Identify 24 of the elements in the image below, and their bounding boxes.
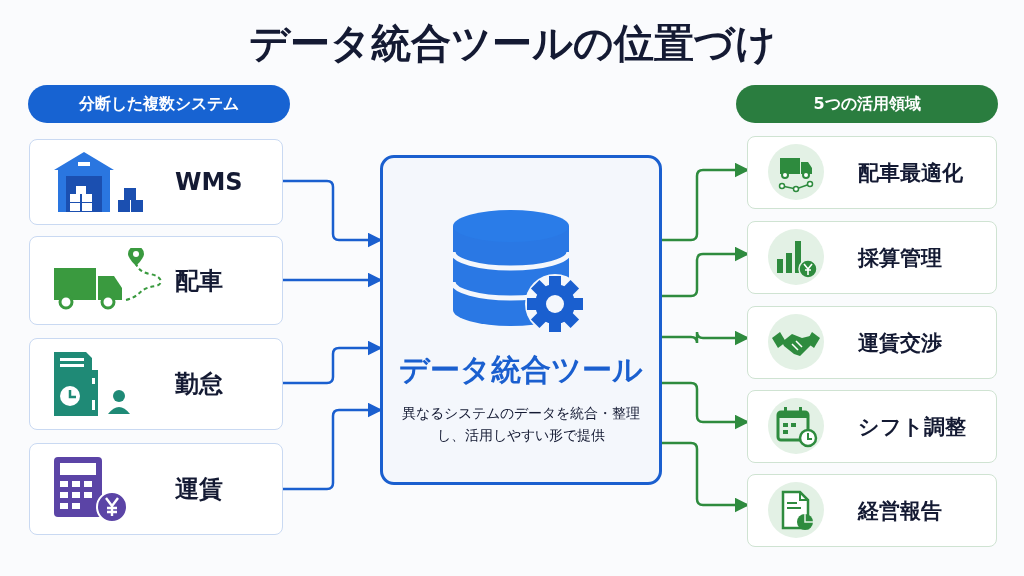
system-card xyxy=(29,338,283,430)
system-name: 勤怠 xyxy=(175,369,223,400)
use-case-name: 配車最適化 xyxy=(858,159,963,187)
use-case-card xyxy=(747,474,997,547)
system-name: WMS xyxy=(175,168,243,196)
tool-box xyxy=(380,155,662,485)
use-case-card xyxy=(747,390,997,463)
section-heading: 分断した複数システム xyxy=(28,85,290,123)
tool-name: データ統合ツール xyxy=(398,351,644,389)
system-name: 運賃 xyxy=(175,474,223,505)
use-case-name: シフト調整 xyxy=(858,413,966,441)
system-name: 配車 xyxy=(175,265,223,297)
use-case-name: 採算管理 xyxy=(858,244,942,272)
description: 異なるシステムのデータを統合・整理し、活用しやすい形で提供 xyxy=(401,404,641,445)
use-case-name: 経営報告 xyxy=(858,497,942,525)
system-card xyxy=(29,236,283,325)
use-case-card xyxy=(747,306,997,379)
use-case-card xyxy=(747,136,997,209)
section-heading: 5つの活用領域 xyxy=(736,85,998,123)
title: データ統合ツールの位置づけ xyxy=(247,19,777,68)
use-case-name: 運賃交渉 xyxy=(858,329,942,357)
use-case-card xyxy=(747,221,997,294)
system-card xyxy=(29,443,283,535)
system-card xyxy=(29,139,283,225)
